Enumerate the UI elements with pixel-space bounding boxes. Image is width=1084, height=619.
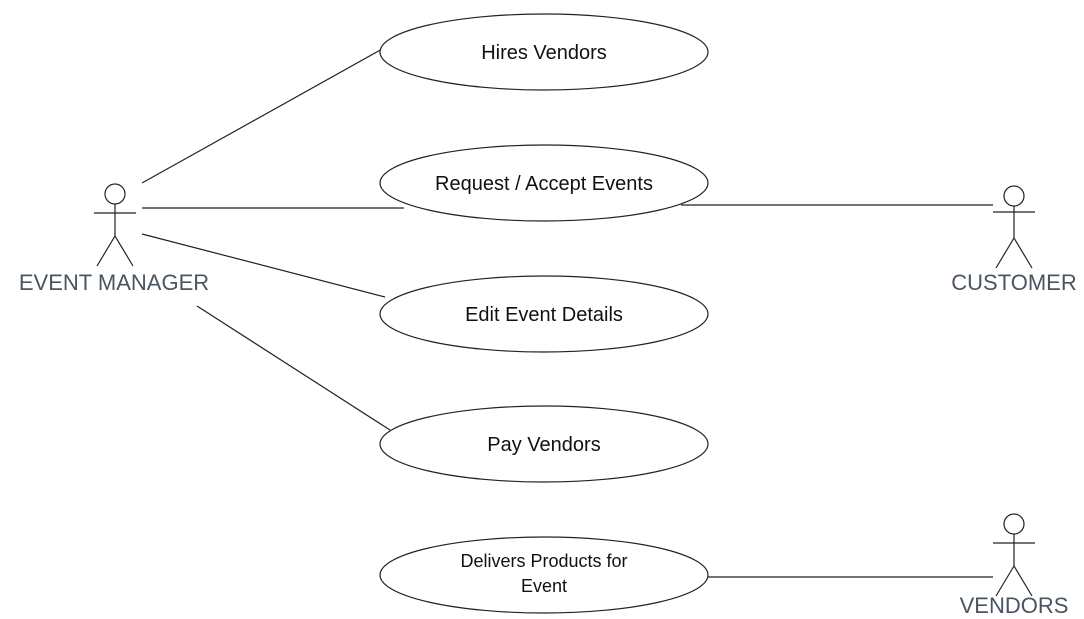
use-case-label: Pay Vendors [487, 434, 600, 456]
use-case-label: Hires Vendors [481, 42, 607, 64]
use-case-pay-vendors: Pay Vendors [379, 405, 709, 483]
actor-event-manager: EVENT MANAGER [19, 183, 209, 295]
actor-head-icon [1003, 513, 1025, 535]
use-case-label-line1: Delivers Products for [460, 551, 627, 571]
actor-head-icon [1003, 185, 1025, 207]
actor-head-icon [104, 183, 126, 205]
association-manager-pay-vendors [196, 305, 391, 431]
use-case-label: Edit Event Details [465, 304, 623, 326]
actor-customer: CUSTOMER [951, 185, 1077, 295]
use-case-label-line2: Event [521, 576, 567, 596]
actor-label-vendors: VENDORS [960, 593, 1069, 618]
use-case-delivers-products: Delivers Products for Event [379, 536, 709, 614]
actor-vendors: VENDORS [960, 513, 1069, 618]
use-case-edit-event-details: Edit Event Details [379, 275, 709, 353]
association-manager-hires-vendors [141, 47, 385, 184]
association-manager-edit-details [141, 233, 386, 298]
actor-label-customer: CUSTOMER [951, 270, 1077, 295]
use-case-hires-vendors: Hires Vendors [379, 13, 709, 91]
actor-label-event-manager: EVENT MANAGER [19, 270, 209, 295]
use-case-request-accept-events: Request / Accept Events [379, 144, 709, 222]
use-case-label: Request / Accept Events [435, 173, 653, 195]
